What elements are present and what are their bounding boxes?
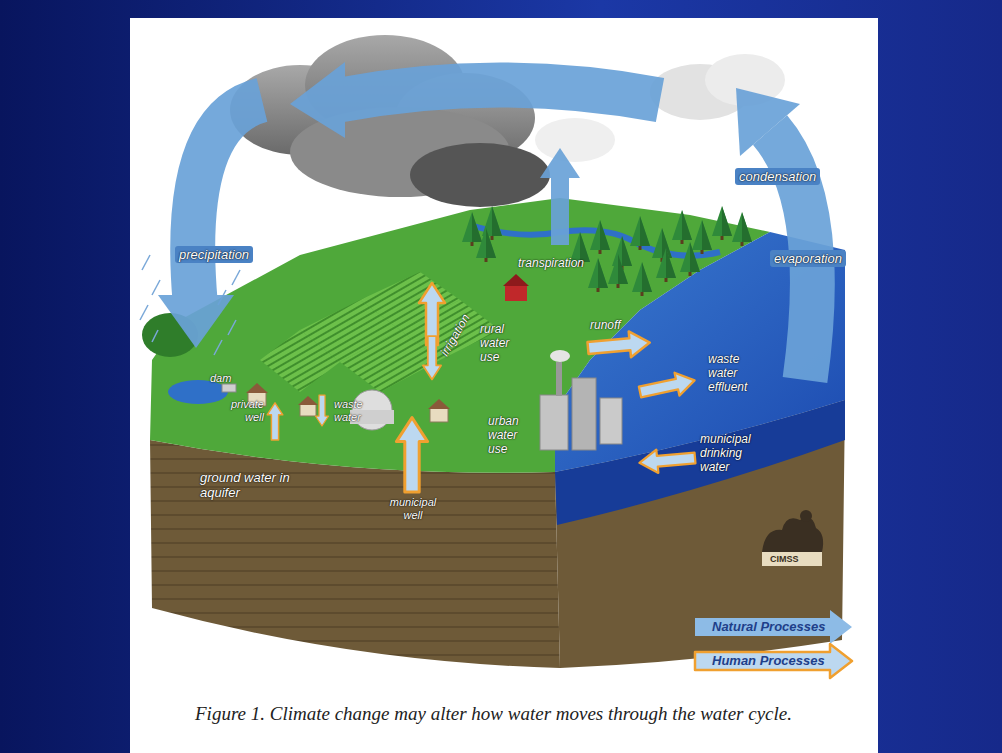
process-label: waste water: [334, 398, 374, 424]
earth-block: [142, 198, 845, 668]
process-label: dam: [210, 372, 231, 385]
process-label: waste water effluent: [708, 352, 762, 394]
natural-process-arrows: [158, 62, 812, 380]
crop-fields: [260, 272, 500, 392]
process-label: transpiration: [518, 256, 584, 270]
process-label: urban water use: [488, 414, 528, 456]
process-label: condensation: [735, 168, 820, 185]
process-label: rural water use: [480, 322, 520, 364]
process-label: municipal drinking water: [700, 432, 760, 474]
figure-caption: Figure 1. Climate change may alter how w…: [195, 702, 805, 725]
legend-label: Human Processes: [712, 653, 825, 669]
clouds: [230, 35, 785, 207]
barn: [503, 274, 529, 301]
process-label: precipitation: [175, 246, 253, 263]
process-label: private well: [216, 398, 264, 424]
forest: [462, 206, 752, 296]
process-label: ground water in aquifer: [200, 470, 290, 500]
process-label: CIMSS: [770, 554, 799, 565]
legend-label: Natural Processes: [712, 619, 825, 635]
legend-arrows: [695, 610, 852, 678]
process-label: runoff: [590, 318, 621, 332]
figure-panel: [130, 18, 878, 753]
cimss-logo: [762, 510, 823, 566]
process-label: evaporation: [770, 250, 846, 267]
human-process-arrows: [267, 283, 697, 492]
process-label: municipal well: [382, 496, 444, 522]
